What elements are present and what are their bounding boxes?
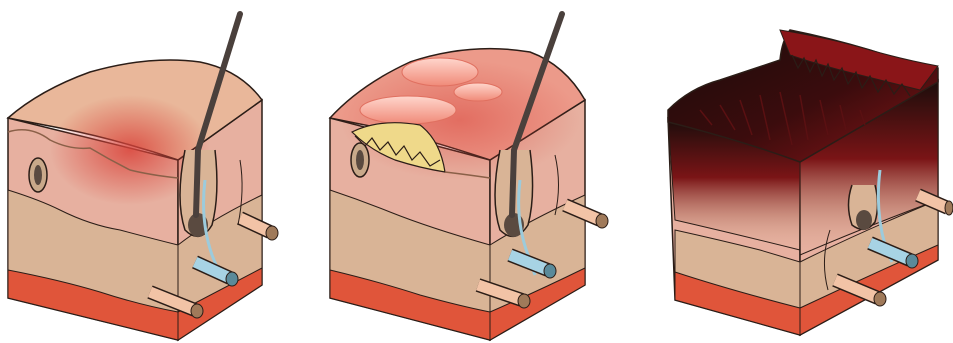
panel-2 [330, 14, 608, 340]
blister-3 [360, 96, 456, 124]
panel-3 [668, 30, 953, 335]
blister-2 [454, 83, 502, 101]
blister-1 [402, 58, 478, 86]
panel-1 [8, 14, 278, 340]
